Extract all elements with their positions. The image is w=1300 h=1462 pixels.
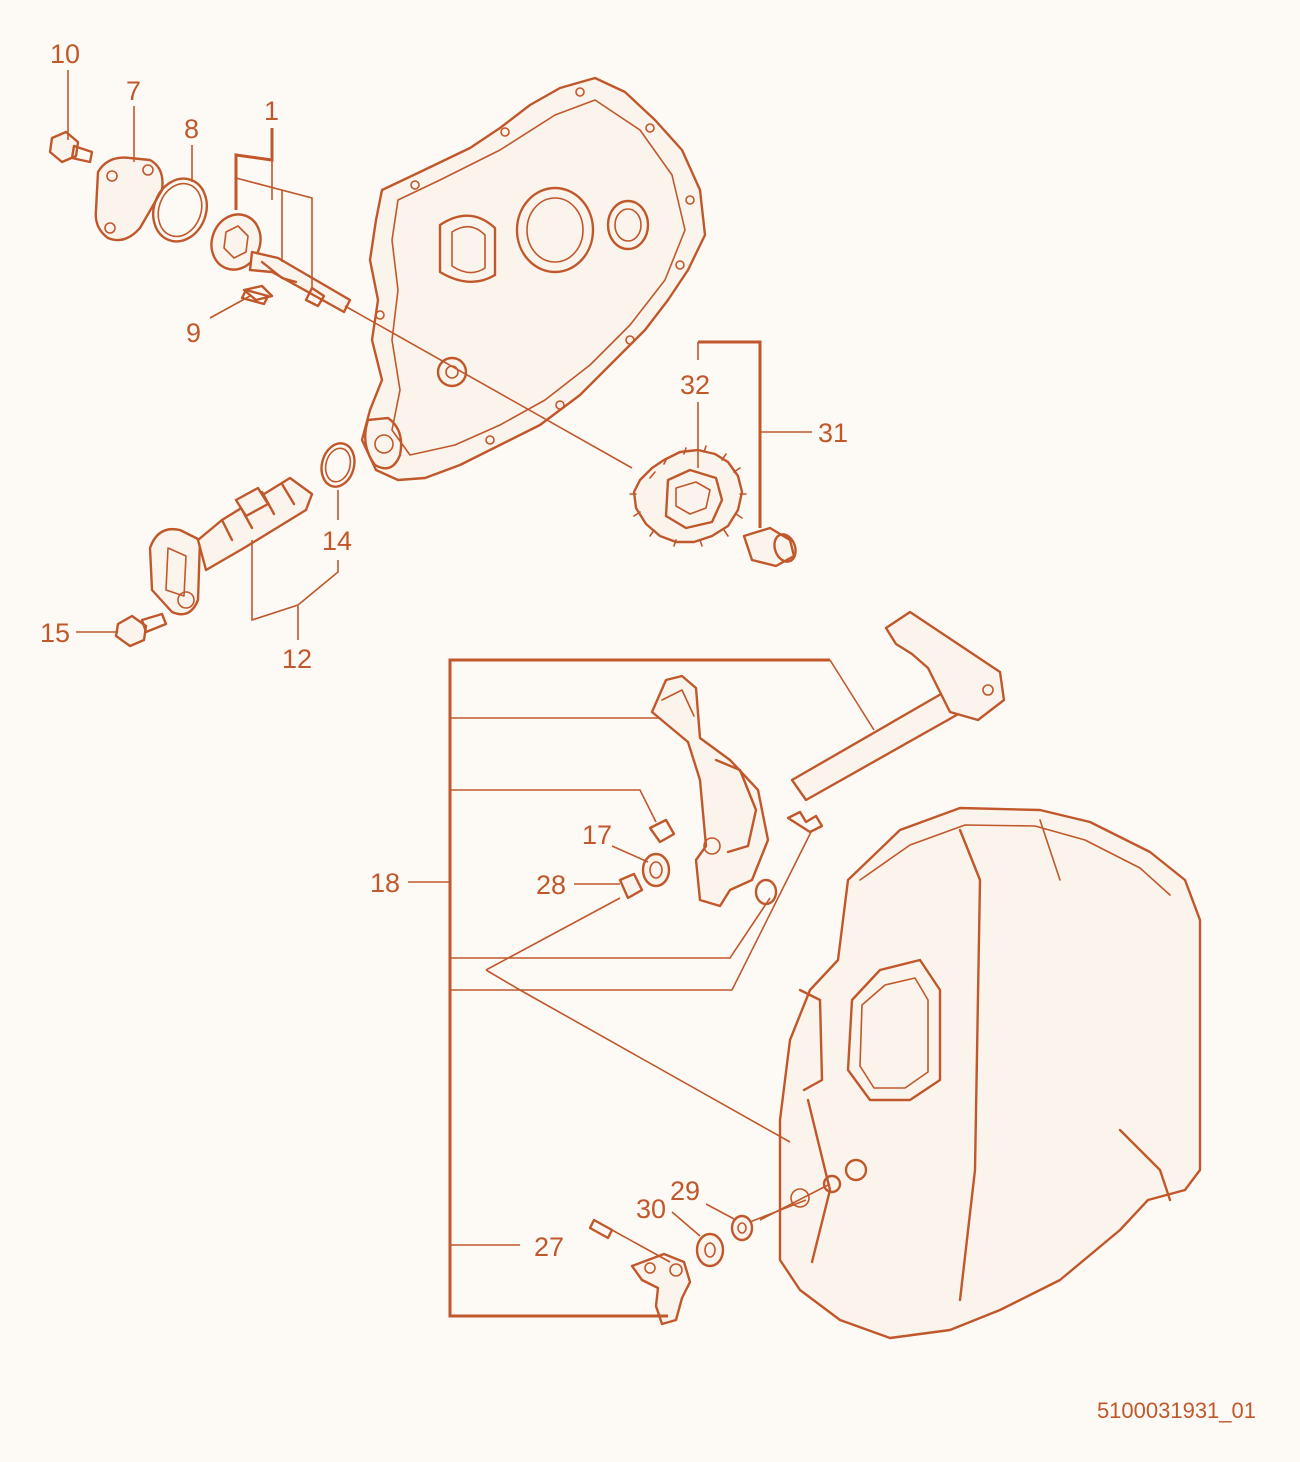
washer-17: [641, 852, 671, 888]
callout-15: 15: [40, 618, 70, 648]
callout-leaders: [67, 70, 831, 1263]
shaft-lever-12: [148, 476, 314, 616]
bolt-10: [48, 130, 94, 164]
bracket-part-18-arm-a: [829, 659, 875, 731]
crankcase-cover: [360, 76, 707, 482]
spring: [786, 810, 824, 834]
bracket-part-12: [251, 540, 339, 622]
pin-27: [588, 1218, 614, 1240]
bushing-28: [618, 872, 644, 900]
callout-12: 12: [282, 644, 312, 674]
callout-9: 9: [186, 318, 201, 348]
governor-shaft-1: [210, 213, 352, 314]
governor-fork-shaft: [790, 610, 1006, 802]
crankcase-block: [778, 806, 1202, 1340]
bolt-15: [114, 612, 168, 648]
callout-8: 8: [184, 114, 199, 144]
callout-7: 7: [126, 76, 141, 106]
seal-29: [730, 1214, 754, 1242]
cover-plate-7: [94, 156, 164, 242]
callout-29: 29: [670, 1176, 700, 1206]
callout-27: 27: [534, 1232, 564, 1262]
gear-32: [629, 445, 747, 547]
bracket-part-18-arm-g: [485, 969, 791, 1143]
bracket-part-18-arm-d: [450, 897, 771, 959]
callout-30: 30: [636, 1194, 666, 1224]
pin-9: [240, 288, 270, 306]
bracket-part-18: [448, 658, 830, 1318]
alignment-line: [344, 305, 633, 469]
callout-32: 32: [680, 370, 710, 400]
callout-10: 10: [50, 39, 80, 69]
callout-17: 17: [582, 820, 612, 850]
washer-30: [695, 1232, 725, 1268]
callout-1: 1: [264, 96, 279, 126]
callout-28: 28: [536, 870, 566, 900]
bracket-part-31: [698, 340, 762, 528]
clip-ring: [754, 878, 778, 906]
bracket-part-1: [234, 128, 274, 210]
document-id: 5100031931_01: [1097, 1398, 1256, 1423]
bracket-part-18-arm-c: [450, 789, 657, 823]
bracket-part-1-frame: [235, 177, 313, 290]
bracket-part-18-arm-f: [485, 897, 621, 971]
bracket-part-18-arm-e: [450, 829, 813, 991]
o-ring-14: [320, 442, 356, 488]
callout-14: 14: [322, 526, 352, 556]
callout-18: 18: [370, 868, 400, 898]
callout-31: 31: [818, 418, 848, 448]
governor-arm-assembly: [648, 674, 770, 908]
o-ring-8: [152, 177, 208, 243]
pin-31: [742, 526, 797, 568]
lever-27: [630, 1252, 692, 1326]
